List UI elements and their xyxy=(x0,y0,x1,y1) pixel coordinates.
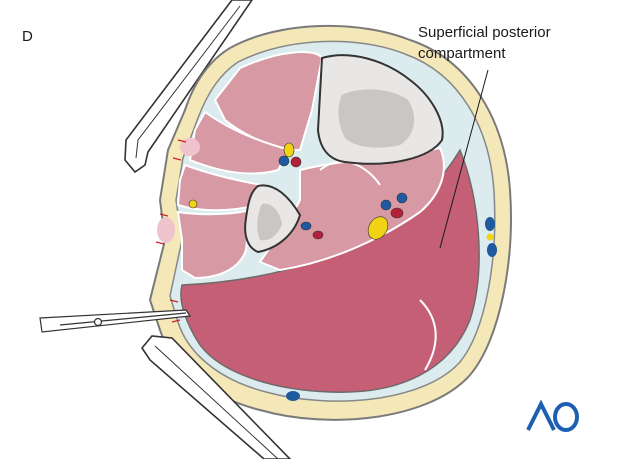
incision-marks xyxy=(155,139,187,323)
compartment-label-line1: Superficial posterior xyxy=(418,24,551,41)
superficial-nerve xyxy=(188,199,198,209)
panel-label: D xyxy=(22,28,33,45)
tibia xyxy=(316,54,444,165)
saphenous-bundle xyxy=(485,217,497,257)
compartment-label: Superficial posterior compartment xyxy=(418,22,608,64)
anterior-muscle-top xyxy=(213,51,324,152)
scissors xyxy=(39,309,192,333)
fibula xyxy=(244,184,302,254)
deep-posterior-muscle-2 xyxy=(319,160,381,186)
callout-leader-line xyxy=(439,69,489,249)
small-saphenous-vein xyxy=(286,391,300,401)
lateral-muscle xyxy=(176,208,252,280)
anterior-muscle-mid xyxy=(188,110,292,175)
ao-logo-icon xyxy=(526,399,579,432)
peroneal-bundle xyxy=(300,221,324,240)
compartment-label-line2: compartment xyxy=(418,45,506,62)
incision-skin-edges xyxy=(157,138,200,243)
posterior-muscle-division xyxy=(419,299,437,371)
upper-retractor xyxy=(124,0,253,174)
posterior-tibial-bundle xyxy=(367,192,408,240)
anterior-neurovascular-bundle xyxy=(278,142,302,168)
